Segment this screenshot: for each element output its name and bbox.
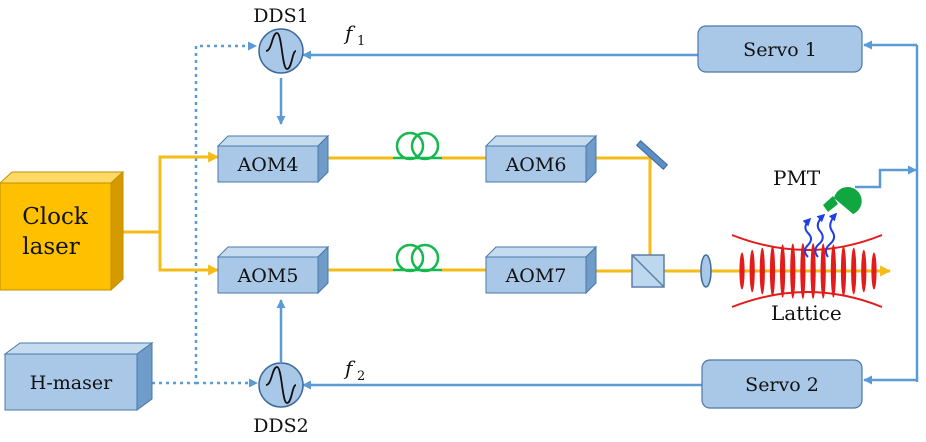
pmt-label: PMT <box>773 166 821 190</box>
f1-label: f 1 <box>343 21 365 49</box>
servo1-label: Servo 1 <box>743 39 817 61</box>
beam-aom6-to-mirror <box>596 156 652 270</box>
aom7-label: AOM7 <box>505 265 567 287</box>
lattice-fringe <box>790 243 796 299</box>
photon-emission <box>802 212 838 258</box>
signal-lines <box>276 40 919 390</box>
pmt-signal-line <box>855 165 917 189</box>
aom5-label: AOM5 <box>237 265 299 287</box>
lattice-fringe <box>820 243 826 299</box>
lens-icon <box>700 254 712 288</box>
h-maser-box: H-maser <box>3 342 154 411</box>
f1-index: 1 <box>357 34 365 49</box>
beam-splitter-icon <box>631 254 665 288</box>
sine-wave-icon <box>265 32 297 70</box>
lattice-fringe <box>800 243 806 299</box>
servo2-label: Servo 2 <box>745 374 819 396</box>
fiber-coil-icon <box>393 243 442 273</box>
lattice-fringe <box>739 252 745 290</box>
clock-laser-label-line1: Clock <box>22 204 89 230</box>
lattice-fringe <box>830 244 837 298</box>
lattice-fringe <box>851 247 857 295</box>
dds1-node: DDS1 <box>253 5 309 74</box>
reference-lines <box>152 41 258 388</box>
hmaser-reference-line <box>152 41 257 385</box>
mirror-icon <box>635 140 669 170</box>
dds2-node: DDS2 <box>253 362 309 437</box>
lattice-fringe <box>749 249 755 293</box>
h-maser-label: H-maser <box>30 372 113 394</box>
photon-arrow <box>824 212 838 258</box>
aom4-box: AOM4 <box>216 134 330 184</box>
aom7-box: AOM7 <box>484 245 598 295</box>
f2-label: f 2 <box>343 356 365 384</box>
beam-clock-to-aom5 <box>158 232 220 276</box>
lattice-label: Lattice <box>771 301 842 325</box>
f1-symbol: f <box>343 21 356 45</box>
servo2-box: Servo 2 <box>701 359 863 409</box>
photon-arrow <box>802 217 812 258</box>
f2-symbol: f <box>343 356 356 380</box>
lattice-fringe <box>840 245 847 297</box>
clock-laser-label-line2: laser <box>22 234 79 260</box>
photodetector-icon <box>823 187 862 214</box>
optical-lattice <box>731 234 883 308</box>
aom6-box: AOM6 <box>484 134 598 184</box>
dds1-label: DDS1 <box>253 5 309 27</box>
lattice-fringe <box>861 249 867 293</box>
beam-clock-to-aom4 <box>123 151 220 234</box>
lattice-fringe <box>780 244 786 298</box>
f2-index: 2 <box>357 369 365 384</box>
lattice-fringe <box>769 245 776 297</box>
aom6-label: AOM6 <box>505 154 567 176</box>
lattice-fringe <box>759 247 765 295</box>
clock-laser-box: Clock laser <box>0 170 125 292</box>
dds2-label: DDS2 <box>253 415 309 437</box>
sine-wave-icon <box>265 366 297 404</box>
lattice-fringe <box>871 252 877 290</box>
photon-arrow <box>814 213 826 258</box>
aom4-label: AOM4 <box>237 154 299 176</box>
aom5-box: AOM5 <box>216 245 330 295</box>
fiber-coil-icon <box>393 131 442 161</box>
lattice-fringes <box>739 243 877 299</box>
servo1-box: Servo 1 <box>697 25 863 73</box>
lattice-fringe <box>810 243 816 299</box>
